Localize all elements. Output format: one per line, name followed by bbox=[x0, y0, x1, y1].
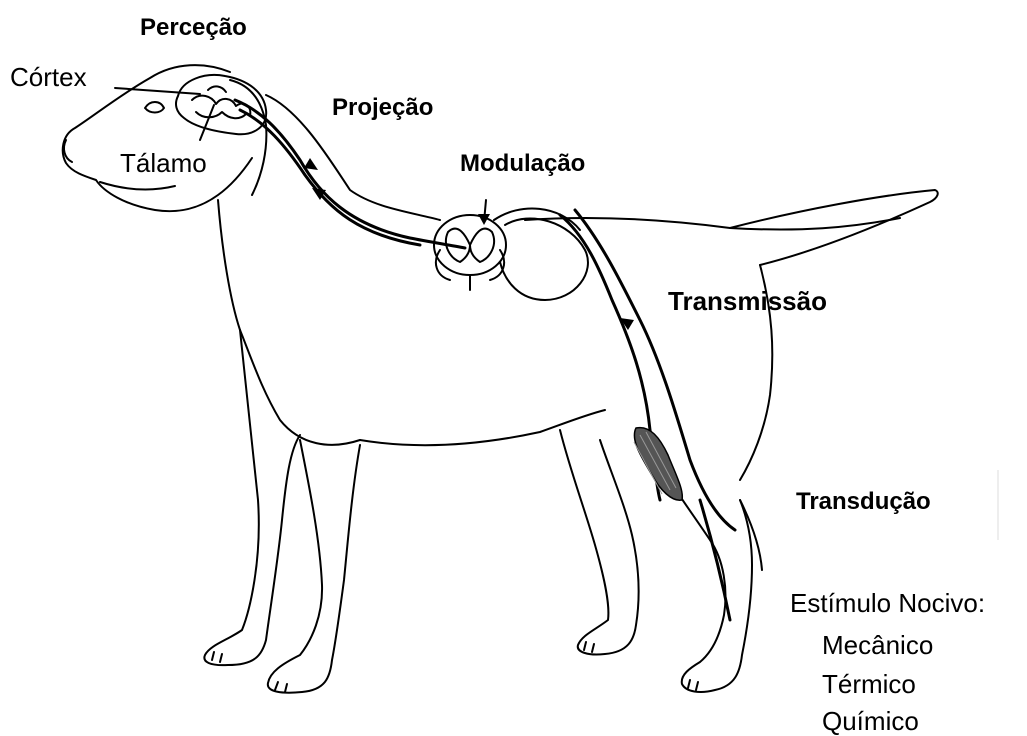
perception-label: Perceção bbox=[140, 16, 247, 40]
front-leg-near bbox=[268, 440, 360, 693]
arrow-icon bbox=[304, 158, 318, 170]
belly-outline bbox=[360, 410, 605, 445]
thalamus-label: Tálamo bbox=[120, 150, 207, 176]
chest-outline bbox=[240, 330, 360, 445]
brain-icon bbox=[176, 75, 266, 134]
thalamus-pointer bbox=[200, 105, 214, 140]
neck-front-outline bbox=[218, 200, 240, 330]
modulation-label: Modulação bbox=[460, 152, 585, 176]
spinal-cord-section bbox=[434, 215, 506, 290]
mouth-line bbox=[100, 182, 175, 189]
nose-icon bbox=[64, 140, 72, 162]
stimulus-chemical: Químico bbox=[822, 708, 919, 734]
front-leg-far bbox=[204, 330, 300, 665]
eye-icon bbox=[145, 102, 164, 113]
noxious-stimulus-title: Estímulo Nocivo: bbox=[790, 590, 985, 616]
transmission-label: Transmissão bbox=[668, 288, 827, 314]
rear-leg-far bbox=[560, 430, 639, 655]
nerve-pathway bbox=[235, 100, 735, 620]
projection-label: Projeção bbox=[332, 96, 433, 120]
transduction-label: Transdução bbox=[796, 490, 931, 514]
stimulus-thermal: Térmico bbox=[822, 671, 916, 697]
ascending-tract bbox=[235, 100, 465, 248]
stimulus-mechanical: Mecânico bbox=[822, 632, 933, 658]
cortex-label: Córtex bbox=[10, 64, 87, 90]
